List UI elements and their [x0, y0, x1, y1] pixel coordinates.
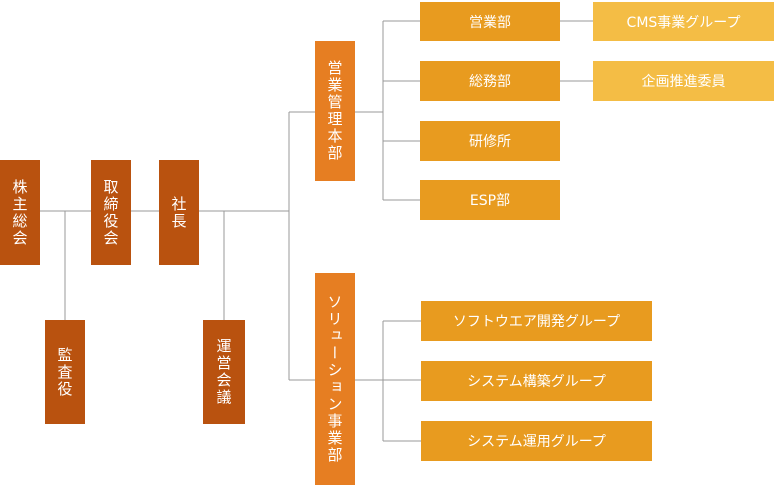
solution-group-box: ソフトウエア開発グループ — [421, 301, 652, 341]
department-box: ESP部 — [420, 180, 560, 220]
auditor-box: 監査役 — [45, 320, 85, 424]
president-box: 社長 — [159, 160, 199, 265]
department-box: 研修所 — [420, 121, 560, 161]
department-box: 総務部 — [420, 61, 560, 101]
shareholders-meeting-box: 株主総会 — [0, 160, 40, 265]
solution-group-box: システム運用グループ — [421, 421, 652, 461]
group-box: 企画推進委員 — [593, 61, 774, 101]
management-meeting-box: 運営会議 — [203, 320, 245, 424]
solution-group-box: システム構築グループ — [421, 361, 652, 401]
board-box: 取締役会 — [91, 160, 131, 265]
solution-division-box: ソリューション事業部 — [315, 273, 355, 485]
sales-division-box: 営業管理本部 — [315, 41, 355, 181]
group-box: CMS事業グループ — [593, 2, 774, 41]
department-box: 営業部 — [420, 2, 560, 41]
